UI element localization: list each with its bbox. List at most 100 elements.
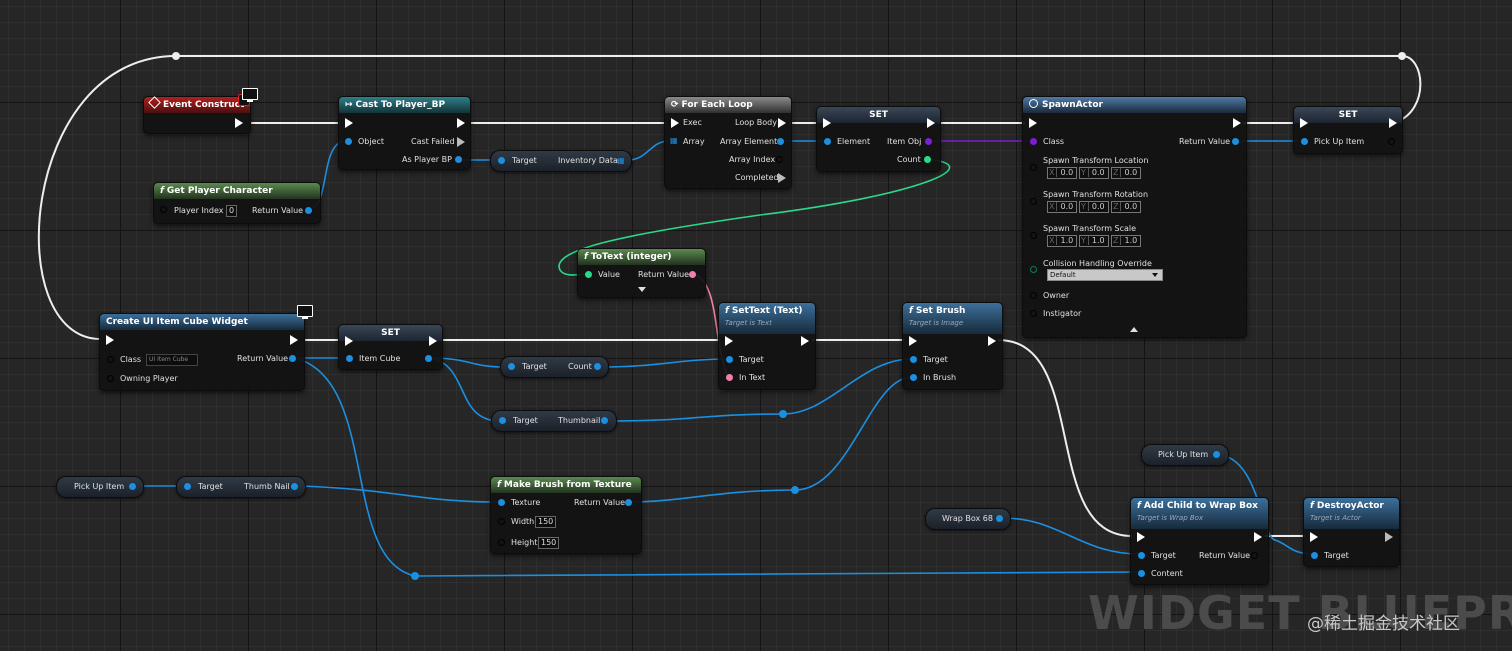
exec-in-pin[interactable] <box>1300 118 1308 128</box>
target-pin[interactable] <box>910 356 917 363</box>
owner-pin[interactable] <box>1030 292 1037 299</box>
item-obj-pin[interactable] <box>925 138 932 145</box>
return-value-pin[interactable] <box>1251 552 1258 559</box>
collision-dropdown[interactable]: Default <box>1047 269 1163 281</box>
exec-out-pin[interactable] <box>235 118 243 128</box>
count-pin[interactable] <box>924 156 931 163</box>
exec-out-pin[interactable] <box>988 336 996 346</box>
height-input[interactable]: 150 <box>538 537 560 549</box>
pick-up-item-out-pin[interactable] <box>129 483 136 490</box>
collapse-arrow-icon[interactable] <box>1130 327 1138 332</box>
collision-pin[interactable] <box>1030 266 1037 273</box>
exec-out-pin[interactable] <box>1389 118 1397 128</box>
exec-in-pin[interactable] <box>345 118 353 128</box>
scale-pin[interactable] <box>1030 232 1037 239</box>
target-pin[interactable] <box>1138 552 1145 559</box>
exec-in-pin[interactable] <box>909 336 917 346</box>
cast-failed-pin[interactable] <box>457 137 465 147</box>
item-cube-pin[interactable] <box>346 355 353 362</box>
exec-in-pin[interactable] <box>106 335 114 345</box>
exec-out-pin[interactable] <box>429 336 437 346</box>
height-pin[interactable] <box>498 539 505 546</box>
thumb-nail-out-pin[interactable] <box>291 483 298 490</box>
exec-in-pin[interactable] <box>1137 532 1145 542</box>
set-pick-up-item-node[interactable]: SET Pick Up Item <box>1293 106 1403 154</box>
class-pin[interactable] <box>107 356 114 363</box>
thumbnail-getter[interactable]: Target Thumbnail <box>491 410 617 432</box>
element-pin[interactable] <box>824 138 831 145</box>
set-item-obj-node[interactable]: SET Element Item Obj Count <box>816 106 941 172</box>
count-getter[interactable]: Target Count <box>500 356 609 378</box>
thumbnail-out-pin[interactable] <box>601 417 608 424</box>
class-select[interactable]: UI Item Cube <box>146 354 198 366</box>
pick-up-item-out-pin[interactable] <box>1388 138 1395 145</box>
wrap-box-out-pin[interactable] <box>996 515 1003 522</box>
exec-in-pin[interactable] <box>345 336 353 346</box>
cast-to-player-node[interactable]: ↦Cast To Player_BP Object Cast Failed As… <box>338 96 471 170</box>
return-value-pin[interactable] <box>625 499 632 506</box>
exec-out-pin[interactable] <box>1385 532 1393 542</box>
rotation-pin[interactable] <box>1030 198 1037 205</box>
exec-in-pin[interactable] <box>823 118 831 128</box>
expand-arrow-icon[interactable] <box>638 287 646 292</box>
location-pin[interactable] <box>1030 164 1037 171</box>
loop-body-pin[interactable] <box>778 118 786 128</box>
pick-up-item-variable[interactable]: Pick Up Item <box>1141 444 1229 466</box>
width-pin[interactable] <box>498 518 505 525</box>
object-pin[interactable] <box>345 138 352 145</box>
return-value-pin[interactable] <box>289 355 296 362</box>
create-widget-node[interactable]: Create UI Item Cube Widget Class UI Item… <box>99 313 305 391</box>
owning-player-pin[interactable] <box>107 375 114 382</box>
exec-out-pin[interactable] <box>801 336 809 346</box>
return-value-pin[interactable] <box>305 207 312 214</box>
pick-up-item-out-pin[interactable] <box>1213 451 1220 458</box>
pick-up-item-variable[interactable]: Pick Up Item <box>56 476 144 498</box>
as-player-pin[interactable] <box>455 156 462 163</box>
texture-pin[interactable] <box>498 499 505 506</box>
target-pin[interactable] <box>184 483 191 490</box>
completed-pin[interactable] <box>778 173 786 183</box>
for-each-loop-node[interactable]: ⟳For Each Loop Exec Loop Body ▦ Array Ar… <box>664 96 792 189</box>
target-pin[interactable] <box>498 157 505 164</box>
instigator-pin[interactable] <box>1030 310 1037 317</box>
return-value-pin[interactable] <box>1232 138 1239 145</box>
target-pin[interactable] <box>508 363 515 370</box>
value-pin[interactable] <box>585 271 592 278</box>
exec-in-pin[interactable] <box>671 118 679 128</box>
exec-in-pin[interactable] <box>725 336 733 346</box>
event-construct-node[interactable]: Event Construct <box>143 96 251 134</box>
set-item-cube-node[interactable]: SET Item Cube <box>338 324 443 370</box>
spawn-actor-node[interactable]: SpawnActor Class Return Value Spawn Tran… <box>1022 96 1247 338</box>
exec-out-pin[interactable] <box>927 118 935 128</box>
return-value-pin[interactable] <box>689 271 696 278</box>
exec-out-pin[interactable] <box>290 335 298 345</box>
array-index-pin[interactable] <box>776 156 783 163</box>
array-element-pin[interactable] <box>777 138 784 145</box>
thumb-nail-getter[interactable]: Target Thumb Nail <box>176 476 306 498</box>
exec-out-pin[interactable] <box>1254 532 1262 542</box>
content-pin[interactable] <box>1138 570 1145 577</box>
exec-in-pin[interactable] <box>1029 118 1037 128</box>
class-pin[interactable] <box>1030 138 1037 145</box>
in-text-pin[interactable] <box>726 374 733 381</box>
inventory-data-getter[interactable]: Target Inventory Data ▦ <box>490 150 632 172</box>
exec-out-pin[interactable] <box>457 118 465 128</box>
in-brush-pin[interactable] <box>910 374 917 381</box>
